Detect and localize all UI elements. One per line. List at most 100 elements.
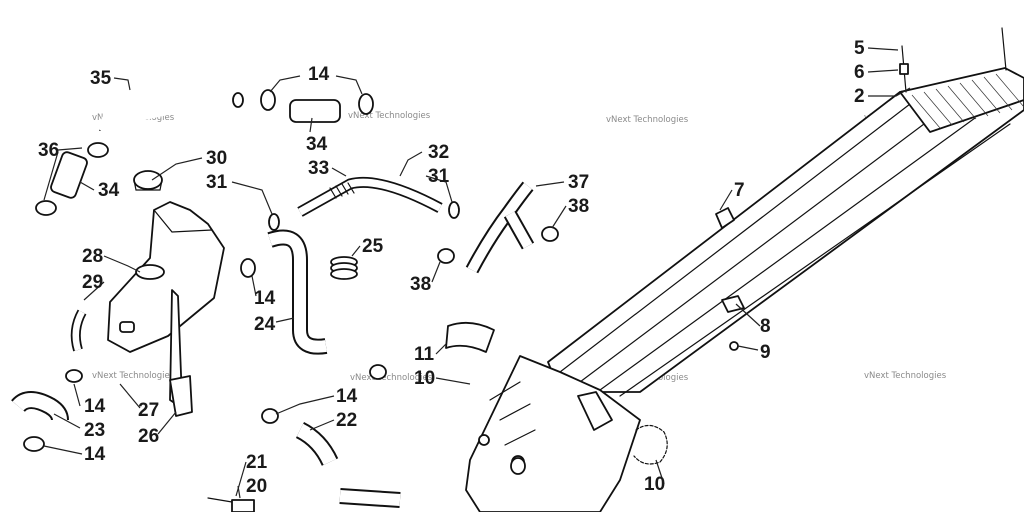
callout-20: 20 — [246, 476, 267, 497]
callout-24: 24 — [254, 314, 276, 335]
callout-14-a: 14 — [308, 64, 330, 85]
rear-heat-exchanger — [899, 67, 1024, 133]
callout-32: 32 — [428, 142, 449, 163]
clamp-14-f — [261, 408, 279, 424]
callout-34-b: 34 — [98, 180, 120, 201]
bulkhead-bracket — [577, 391, 613, 431]
watermark-5: vNext Technologies — [92, 371, 175, 381]
callout-27: 27 — [138, 400, 159, 421]
hose-37 — [467, 182, 532, 273]
callout-34-a: 34 — [306, 134, 328, 155]
hose-35 — [97, 56, 238, 132]
hose-37-branch — [505, 211, 533, 249]
callout-9: 9 — [760, 342, 771, 363]
callout-14-e: 14 — [336, 386, 358, 407]
screw-21 — [207, 497, 233, 503]
callout-7: 7 — [734, 180, 745, 201]
clamp-14-a — [260, 89, 276, 111]
callout-36: 36 — [38, 140, 59, 161]
watermark-6: vNext Technologies — [350, 373, 433, 383]
callout-10-a: 10 — [414, 368, 435, 389]
reservoir-bracket — [169, 375, 193, 417]
radiator-cap — [133, 170, 163, 190]
hose-24 — [268, 231, 327, 353]
tunnel-assembly — [465, 67, 1024, 512]
reservoir-outlet — [119, 321, 135, 333]
callout-28: 28 — [82, 246, 103, 267]
hose-23 — [12, 393, 67, 421]
coolant-reservoir — [107, 170, 225, 417]
bracket-7 — [715, 207, 735, 229]
clamp-36-b — [35, 200, 57, 216]
clamp-31-a — [268, 213, 280, 231]
hose-34-lower — [50, 151, 88, 199]
hose-35-end — [232, 92, 244, 108]
tunnel-rail-2 — [579, 111, 941, 383]
clamp-14-e — [23, 436, 45, 452]
callout-23: 23 — [84, 420, 105, 441]
clamp-14-g — [369, 364, 387, 380]
callout-5: 5 — [854, 38, 865, 59]
callout-30: 30 — [206, 148, 227, 169]
bulkhead-bolt-1 — [478, 434, 490, 446]
bracket-8 — [721, 295, 745, 313]
callout-14-b: 14 — [254, 288, 276, 309]
clamp-14-b — [358, 93, 374, 115]
ring-10 — [633, 424, 668, 465]
callout-31-a: 31 — [206, 172, 228, 193]
tunnel-rail-1 — [559, 103, 911, 373]
reservoir-filler-neck — [135, 264, 165, 280]
callout-2: 2 — [854, 86, 865, 107]
callout-29: 29 — [82, 272, 103, 293]
reservoir-body — [107, 201, 225, 353]
callout-21: 21 — [246, 452, 268, 473]
spring-clamp-25 — [330, 256, 358, 280]
hose-32 — [298, 178, 442, 216]
callout-8: 8 — [760, 316, 771, 337]
callout-10-b: 10 — [644, 474, 665, 495]
hose-lower — [339, 490, 401, 506]
radiator-cap-skirt — [133, 179, 163, 191]
hose-33-bellows — [329, 182, 355, 199]
watermark-2: vNext Technologies — [348, 111, 431, 121]
clamp-38-b — [541, 226, 559, 242]
hose-34-upper — [289, 99, 341, 123]
bolt-9 — [729, 341, 739, 351]
callout-33: 33 — [308, 158, 329, 179]
callout-25: 25 — [362, 236, 384, 257]
callout-35: 35 — [90, 68, 112, 89]
callout-11: 11 — [414, 344, 435, 365]
callout-26: 26 — [138, 426, 159, 447]
hoses — [11, 56, 535, 508]
callout-38-a: 38 — [568, 196, 589, 217]
callout-37: 37 — [568, 172, 589, 193]
part-20 — [231, 499, 255, 512]
reservoir-seam — [153, 209, 213, 233]
hose-29 — [72, 310, 85, 351]
hardware — [207, 27, 1007, 512]
callout-14-c: 14 — [84, 396, 106, 417]
tunnel-rail-3 — [599, 117, 976, 391]
clamp-31-b — [448, 201, 460, 219]
callout-22: 22 — [336, 410, 357, 431]
rear-heat-exchanger-fins — [911, 73, 1024, 129]
clamp-38-a — [437, 248, 455, 264]
clamp-14-d — [65, 369, 83, 383]
leader-lines — [43, 47, 911, 499]
bolt-rear — [1001, 27, 1007, 71]
hose-11 — [445, 321, 495, 353]
clamp-14-c — [240, 258, 256, 278]
tunnel-rail-4 — [619, 123, 1011, 397]
callout-31-b: 31 — [428, 166, 450, 187]
clamp-lower — [510, 457, 526, 475]
watermark-8: vNext Technologies — [864, 371, 947, 381]
clamps — [23, 89, 559, 475]
callout-labels: 35 14 34 36 34 30 31 33 32 31 37 38 38 2… — [38, 38, 865, 497]
watermark-3: vNext Technologies — [606, 115, 689, 125]
bulkhead-ribs — [489, 381, 536, 446]
hose-22 — [296, 423, 337, 466]
callout-6: 6 — [854, 62, 865, 83]
clamp-36-a — [87, 142, 109, 158]
